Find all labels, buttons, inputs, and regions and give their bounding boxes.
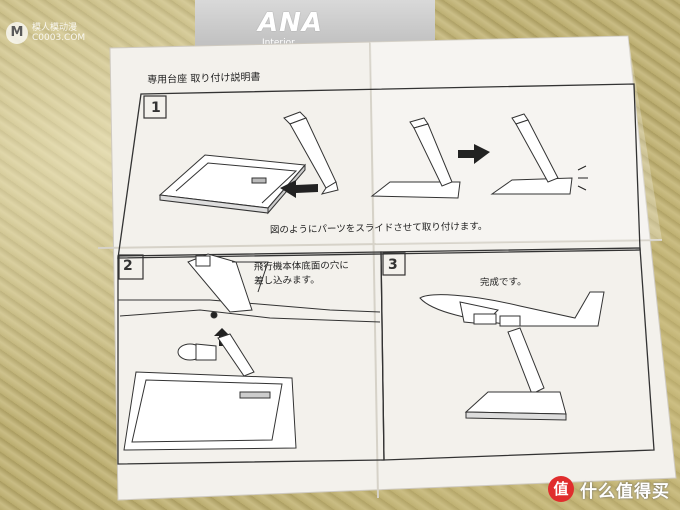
step3-caption: 完成です。 <box>479 276 527 289</box>
watermark-left: M 模人模动漫 C0003.COM <box>6 22 85 44</box>
instruction-title: 専用台座 取り付け説明書 <box>147 72 261 86</box>
step3-model-drawing <box>419 291 605 421</box>
watermark-left-line2: C0003.COM <box>32 33 86 43</box>
watermark-left-text: 模人模动漫 C0003.COM <box>32 23 85 43</box>
step2-caption: 飛行機本体底面の穴に 差し込みます。 <box>254 259 349 289</box>
step2-caption-line2: 差し込みます。 <box>254 274 320 287</box>
step2-caption-line1: 飛行機本体底面の穴に <box>253 260 349 273</box>
watermark-left-line1: 模人模动漫 <box>32 23 78 33</box>
arrow-left-icon <box>280 180 318 198</box>
step-number-2: 2 <box>123 258 133 274</box>
smzdm-logo-icon: 值 <box>548 476 574 502</box>
step-number-3: 3 <box>388 257 398 273</box>
step1-assembly-drawing <box>370 117 461 199</box>
step1-final-drawing <box>490 113 588 195</box>
step2-stand-drawing <box>123 333 297 451</box>
arrow-right-icon <box>458 144 490 164</box>
step-number-1: 1 <box>151 100 161 116</box>
step2-aircraft-drawing <box>118 253 381 361</box>
step1-strut-drawing <box>283 111 339 195</box>
box-subtext: Interior <box>262 38 295 48</box>
watermark-right-label: 什么值得买 <box>580 481 670 502</box>
ana-logo: ANA <box>258 8 324 38</box>
watermark-badge-icon: M <box>6 22 28 44</box>
watermark-right: 值 什么值得买 <box>548 476 670 502</box>
